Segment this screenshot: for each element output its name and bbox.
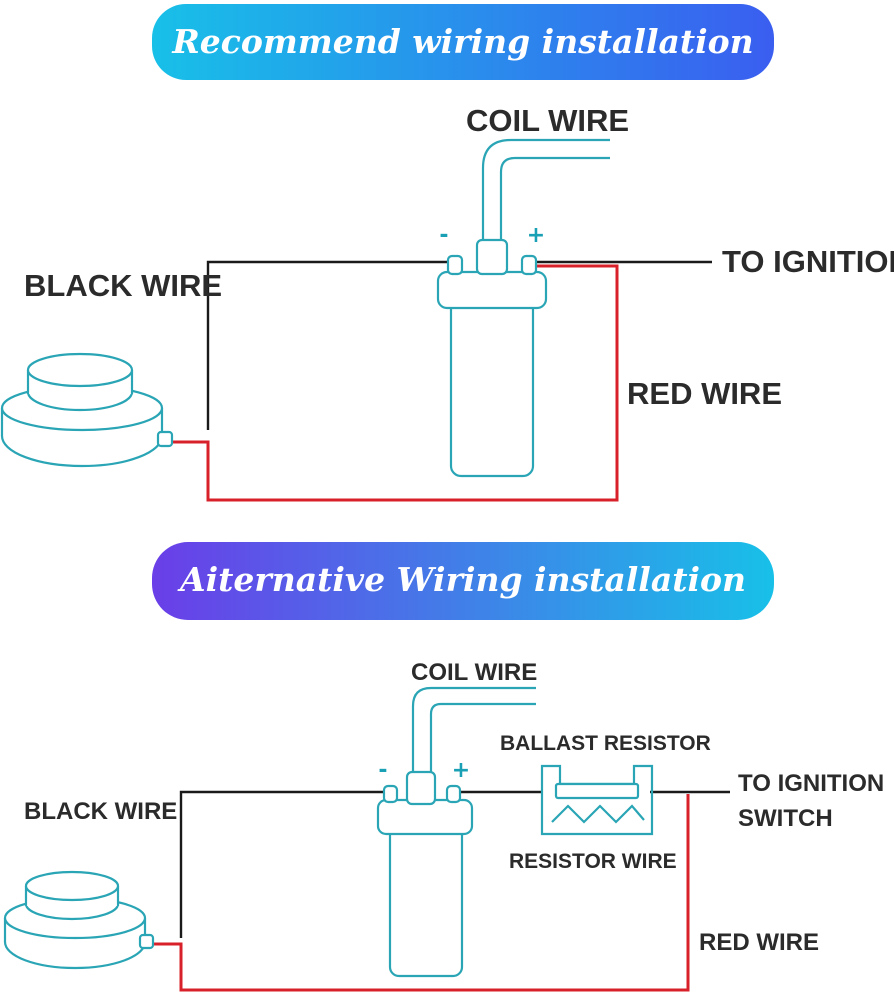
resistor-wire-label: RESISTOR WIRE (509, 850, 677, 873)
top-section: Recommend wiring installation (0, 4, 894, 502)
bottom-banner: Aiternative Wiring installation (152, 542, 774, 620)
top-black-wire-label: BLACK WIRE (24, 268, 222, 303)
top-coil-wire-cable (481, 138, 610, 240)
top-red-wire-label: RED WIRE (627, 376, 782, 411)
bottom-to-ignition-switch-label: SWITCH (738, 805, 833, 832)
top-banner-title: Recommend wiring installation (171, 22, 753, 61)
top-minus-sign: - (439, 223, 448, 248)
bottom-to-ignition-label: TO IGNITION (738, 770, 884, 797)
top-black-wire (206, 260, 455, 430)
bottom-banner-background (152, 542, 774, 620)
bottom-coil-wire-cable (411, 686, 536, 772)
bottom-black-wire (179, 790, 388, 938)
bottom-red-wire (150, 794, 690, 992)
ballast-resistor-label: BALLAST RESISTOR (500, 732, 711, 755)
top-distributor (0, 352, 174, 468)
bottom-ignition-coil: - + (376, 686, 536, 978)
bottom-plus-sign: + (452, 758, 470, 783)
top-to-ignition-label: TO IGNITION (722, 244, 894, 279)
resistor-wire-zigzag (551, 804, 645, 824)
bottom-black-wire-label: BLACK WIRE (24, 798, 177, 825)
top-ignition-coil: - + (436, 138, 610, 478)
bottom-coil-wire-label: COIL WIRE (411, 659, 537, 686)
bottom-red-wire-label: RED WIRE (699, 929, 819, 956)
top-red-wire (170, 264, 619, 502)
ballast-resistor (540, 764, 654, 836)
top-plus-sign: + (527, 223, 545, 248)
bottom-banner-title: Aiternative Wiring installation (177, 560, 746, 599)
top-banner: Recommend wiring installation (152, 4, 774, 80)
bottom-minus-sign: - (378, 758, 387, 783)
bottom-distributor (3, 870, 155, 970)
bottom-section: Aiternative Wiring installation (3, 542, 884, 992)
top-coil-wire-label: COIL WIRE (466, 103, 629, 138)
top-banner-background (152, 4, 774, 80)
